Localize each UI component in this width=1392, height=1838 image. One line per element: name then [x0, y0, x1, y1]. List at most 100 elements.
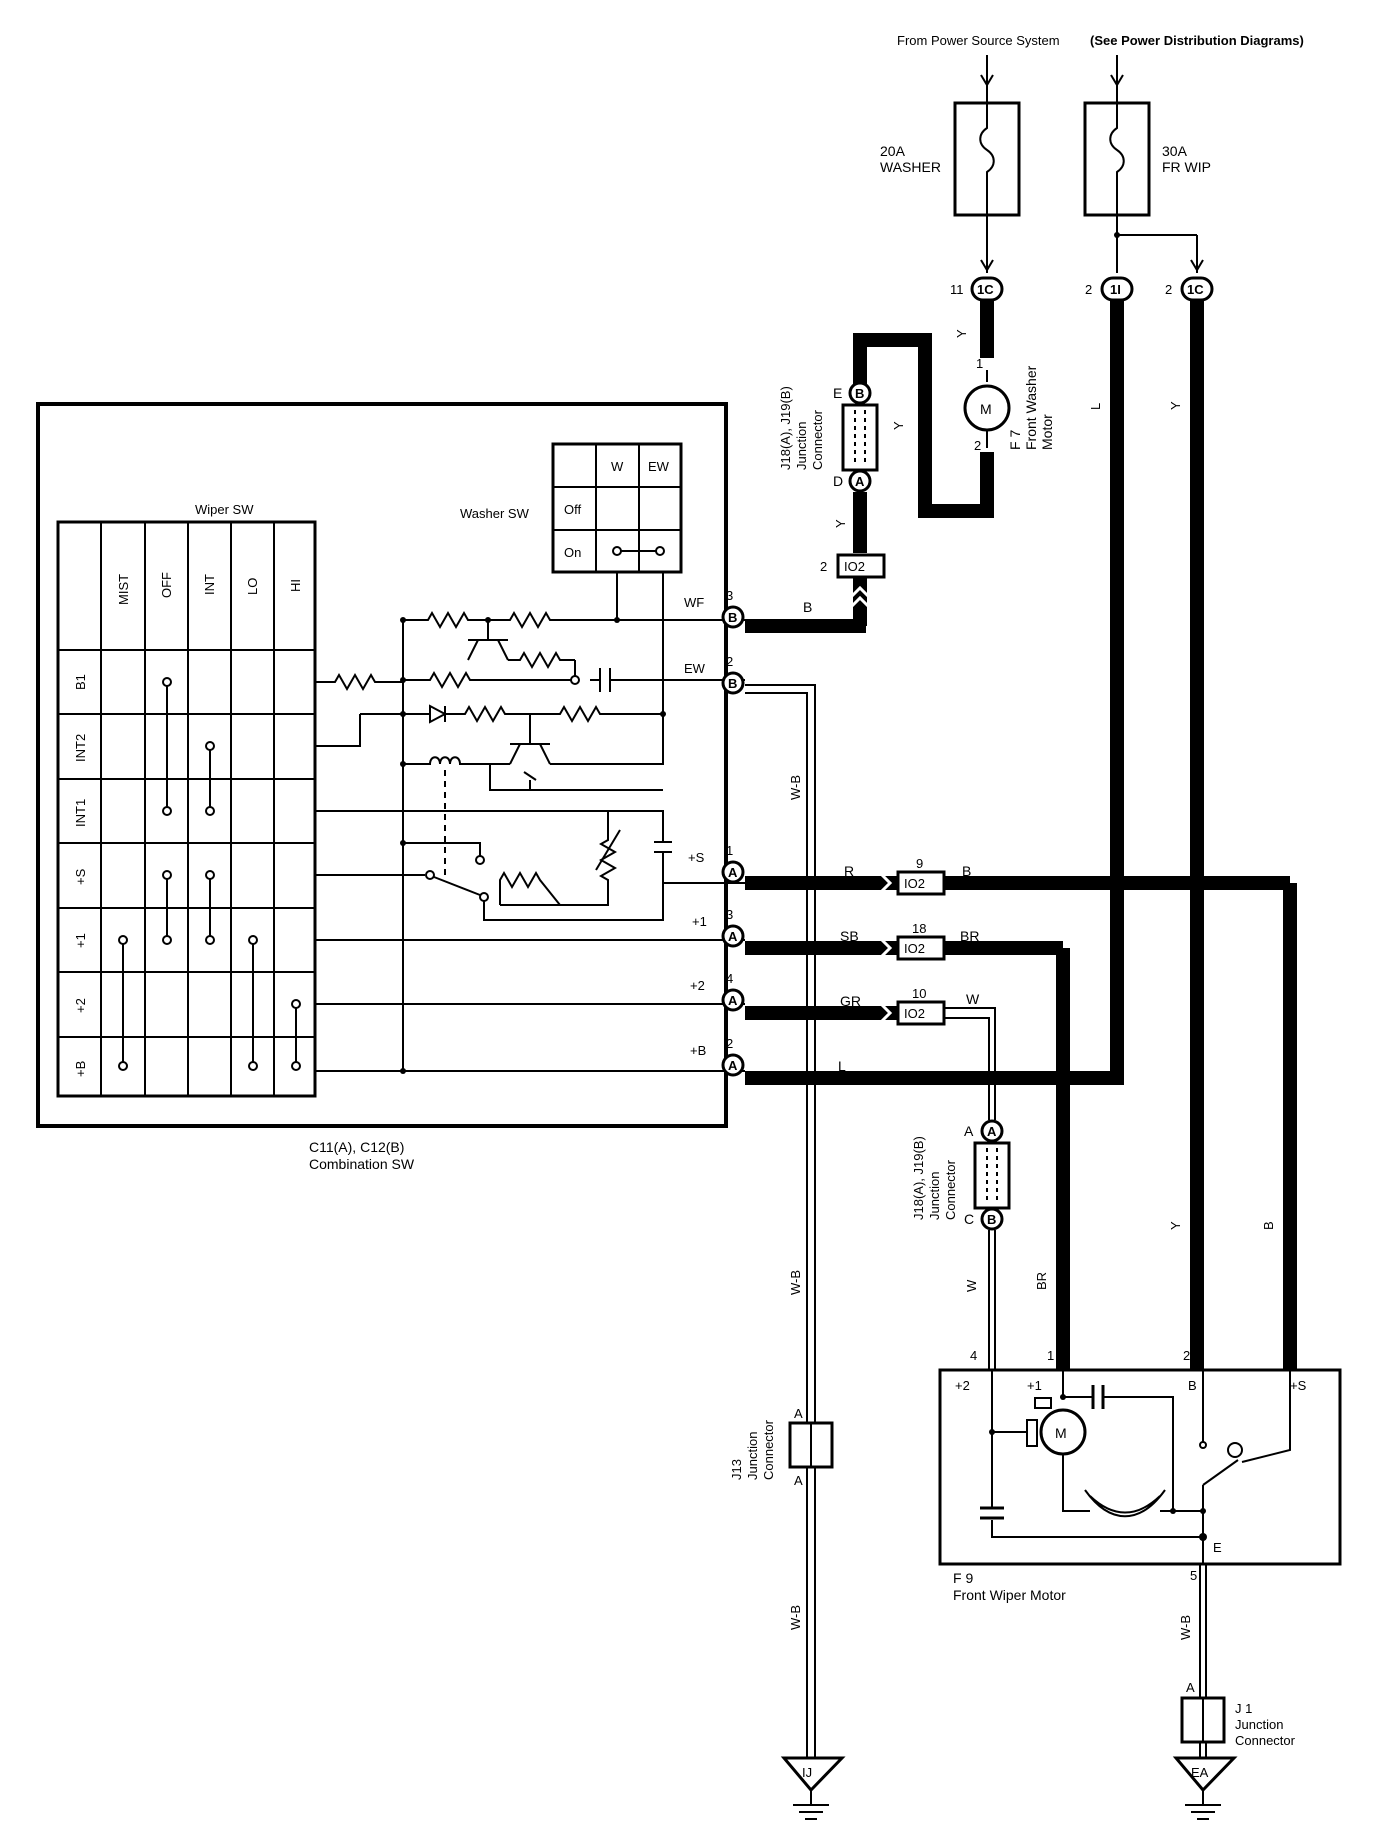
svg-text:A: A — [728, 1058, 738, 1073]
svg-text:INT: INT — [202, 574, 217, 595]
wire-y-washer: Y — [954, 329, 969, 338]
svg-text:3: 3 — [1283, 1348, 1290, 1363]
svg-text:B: B — [1188, 1378, 1197, 1393]
svg-text:A: A — [728, 865, 738, 880]
svg-text:HI: HI — [288, 579, 303, 592]
io2-connector-plus-1: IO2 18 — [896, 921, 946, 961]
svg-text:IO2: IO2 — [844, 559, 865, 574]
svg-text:GR: GR — [840, 993, 861, 1009]
svg-text:Connector: Connector — [1235, 1733, 1296, 1748]
svg-text:L: L — [838, 1058, 846, 1074]
svg-text:WF: WF — [684, 595, 704, 610]
fuse-washer: 20A WASHER — [880, 55, 1021, 273]
svg-text:BR: BR — [1034, 1272, 1049, 1290]
combination-switch-name: Combination SW — [309, 1156, 415, 1172]
junction-connector-j13: A A J13 Junction Connector — [729, 1406, 834, 1488]
svg-text:9: 9 — [916, 856, 923, 871]
svg-text:1I: 1I — [1110, 282, 1121, 297]
svg-text:R: R — [844, 863, 854, 879]
svg-text:Y: Y — [1168, 401, 1183, 410]
svg-text:B: B — [962, 863, 971, 879]
fuse-frwip-amp: 30A — [1162, 143, 1188, 159]
svg-text:2: 2 — [1183, 1348, 1190, 1363]
svg-text:A: A — [964, 1123, 974, 1139]
wiper-motor-ref: F 9 — [953, 1570, 973, 1586]
svg-text:+B: +B — [73, 1061, 88, 1077]
wiper-switch-table: MIST OFF INT LO HI B1 INT2 INT1 +S +1 +2… — [56, 520, 317, 1098]
svg-text:2: 2 — [1165, 282, 1172, 297]
svg-text:+S: +S — [73, 868, 88, 885]
svg-text:A: A — [987, 1124, 997, 1139]
svg-text:BR: BR — [960, 928, 979, 944]
svg-text:+S: +S — [688, 850, 705, 865]
svg-text:B: B — [1261, 1221, 1276, 1230]
svg-text:IO2: IO2 — [904, 1006, 925, 1021]
wiper-motor-name: Front Wiper Motor — [953, 1587, 1066, 1603]
washer-sw-label: Washer SW — [460, 506, 530, 521]
svg-text:EW: EW — [648, 459, 670, 474]
svg-text:IO2: IO2 — [904, 876, 925, 891]
junction-connector-mid: A B A C J18(A), J19(B) Junction Connecto… — [911, 1119, 1011, 1231]
ground-ea: EA — [1172, 1756, 1238, 1820]
fuse-washer-amp: 20A — [880, 143, 906, 159]
wiper-sw-label: Wiper SW — [195, 502, 254, 517]
svg-text:Connector: Connector — [810, 409, 825, 470]
svg-text:+1: +1 — [73, 933, 88, 948]
svg-text:4: 4 — [726, 971, 733, 986]
svg-text:1: 1 — [726, 843, 733, 858]
svg-text:W: W — [964, 1279, 979, 1292]
svg-text:Junction: Junction — [927, 1172, 942, 1220]
svg-text:W: W — [966, 991, 980, 1007]
svg-text:D: D — [833, 473, 843, 489]
fuse-fr-wip: 30A FR WIP — [1083, 55, 1211, 273]
svg-text:1: 1 — [976, 356, 983, 371]
svg-text:INT2: INT2 — [73, 734, 88, 762]
washer-motor-line2: Motor — [1039, 414, 1055, 450]
svg-text:B: B — [728, 676, 737, 691]
svg-text:L: L — [1088, 403, 1103, 410]
svg-text:MIST: MIST — [116, 574, 131, 605]
svg-text:Connector: Connector — [943, 1159, 958, 1220]
svg-text:2: 2 — [726, 654, 733, 669]
svg-text:11: 11 — [950, 282, 964, 297]
svg-text:IO2: IO2 — [904, 941, 925, 956]
svg-text:W-B: W-B — [788, 1605, 803, 1630]
washer-motor: M 1 2 F 7 Front Washer Motor — [963, 356, 1055, 453]
washer-motor-line1: Front Washer — [1023, 365, 1039, 450]
svg-text:J18(A), J19(B): J18(A), J19(B) — [778, 386, 793, 470]
svg-text:B: B — [855, 386, 864, 401]
fuse-frwip-name: FR WIP — [1162, 159, 1211, 175]
svg-text:+1: +1 — [692, 914, 707, 929]
combination-switch-box — [36, 402, 728, 1128]
svg-text:+2: +2 — [73, 998, 88, 1013]
svg-text:LO: LO — [245, 578, 260, 595]
io2-connector-wf: IO2 2 — [820, 553, 886, 579]
svg-text:Junction: Junction — [1235, 1717, 1283, 1732]
svg-text:1: 1 — [1047, 1348, 1054, 1363]
combination-switch-ref: C11(A), C12(B) — [309, 1139, 404, 1155]
svg-text:On: On — [564, 545, 581, 560]
svg-text:EA: EA — [1191, 1765, 1209, 1780]
svg-text:E: E — [833, 385, 842, 401]
svg-text:E: E — [1213, 1540, 1222, 1555]
connector-1c-washer: 1C 11 — [950, 276, 1004, 302]
fuse-washer-name: WASHER — [880, 159, 941, 175]
washer-motor-m: M — [980, 401, 992, 417]
svg-text:IJ: IJ — [802, 1765, 812, 1780]
combination-switch-terminals: WF 3 B EW 2 B +S 1 A +1 3 A +2 4 A +B 2 … — [684, 588, 745, 1077]
svg-text:Connector: Connector — [761, 1419, 776, 1480]
svg-text:INT1: INT1 — [73, 799, 88, 827]
svg-text:EW: EW — [684, 661, 706, 676]
svg-text:18: 18 — [912, 921, 926, 936]
source-label: From Power Source System — [897, 33, 1060, 48]
svg-text:1C: 1C — [977, 282, 994, 297]
io2-connector-plus-s: IO2 9 — [896, 856, 946, 896]
io2-connector-plus-2: IO2 10 — [896, 986, 946, 1026]
svg-text:Junction: Junction — [745, 1432, 760, 1480]
svg-text:A: A — [855, 474, 865, 489]
svg-text:2: 2 — [974, 438, 981, 453]
washer-switch-table: W EW Off On — [551, 442, 683, 574]
svg-text:W-B: W-B — [788, 1270, 803, 1295]
svg-text:Off: Off — [564, 502, 581, 517]
svg-text:+2: +2 — [690, 978, 705, 993]
